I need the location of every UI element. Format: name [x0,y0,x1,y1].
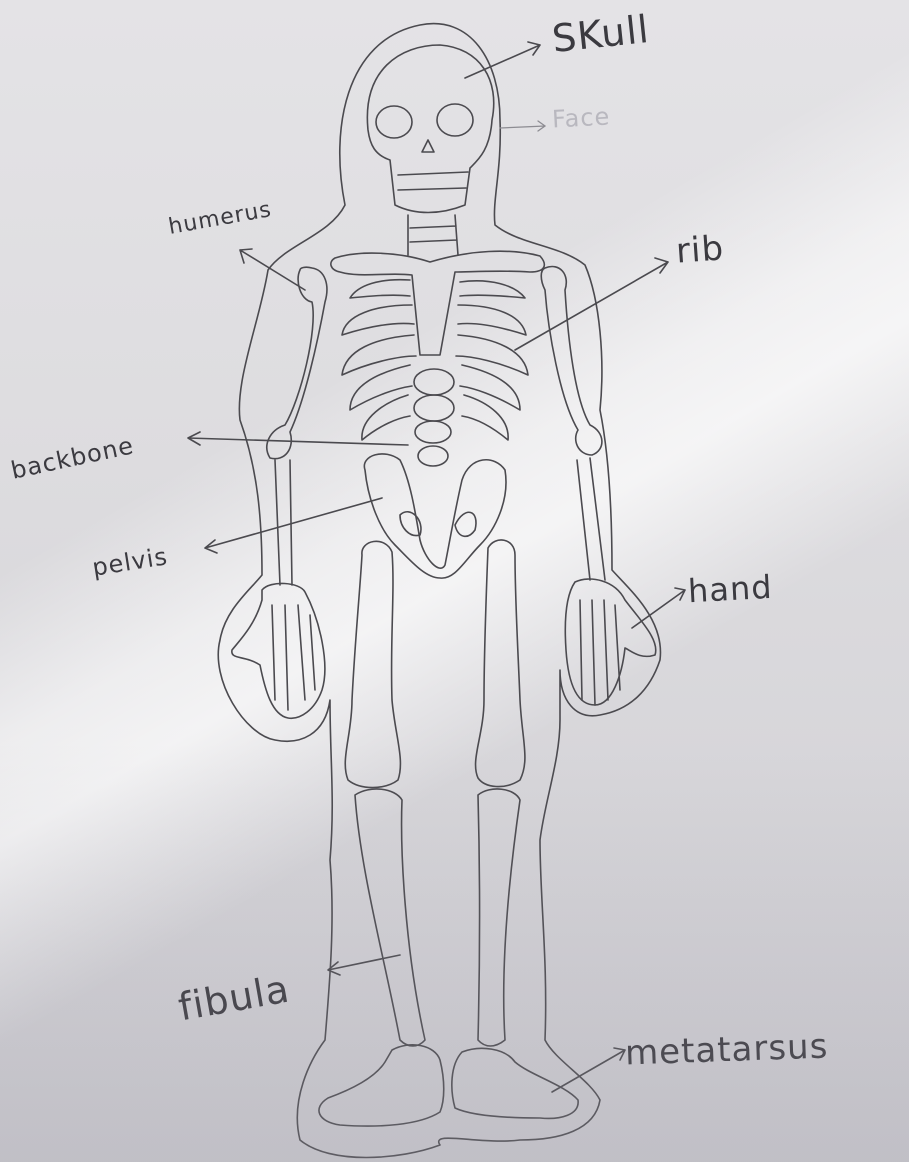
eye-socket-right [437,104,473,136]
skull [367,45,493,213]
pelvis-bone [364,454,506,578]
arrow-humerus [240,249,305,290]
arrow-hand [632,588,685,628]
hand-left [232,583,325,718]
lower-leg-left [355,789,425,1046]
hand-right [565,579,655,705]
ribs-left [342,280,416,440]
pelvis-hole-right [455,512,476,536]
arm-right [541,267,605,580]
label-face: Face [551,102,611,133]
label-rib: rib [675,228,726,271]
nose-cavity [422,140,434,152]
lower-leg-right [478,789,520,1046]
arrow-face [500,121,545,131]
arm-left [267,267,327,585]
spine [414,369,454,466]
femur-left [345,541,400,787]
neck-vertebrae [408,215,458,255]
clavicle [331,251,544,355]
femur-right [476,540,525,787]
ribs-right [456,281,528,440]
label-hand: hand [687,568,773,610]
foot-left [319,1045,444,1126]
jaw [398,172,468,190]
label-metatarsus: metatarsus [624,1026,829,1073]
arrow-backbone [188,432,408,445]
eye-socket-left [376,106,412,138]
arrow-pelvis [205,498,382,553]
arrow-fibula [328,955,400,975]
